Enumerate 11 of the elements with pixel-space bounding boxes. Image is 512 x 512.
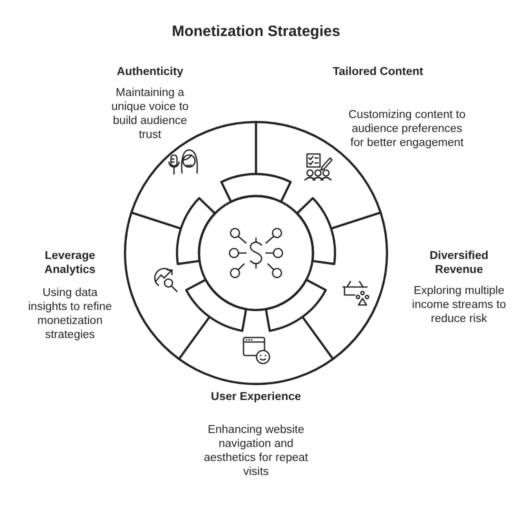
- strategy-description: Enhancing website navigation and aesthetics for repeat visits: [202, 423, 310, 479]
- strategy-heading: User Experience: [210, 390, 302, 404]
- strategy-heading: Leverage Analytics: [43, 249, 97, 277]
- strategy-description: Using data insights to refine monetization strategies: [27, 286, 113, 342]
- strategy-heading: Authenticity: [116, 65, 184, 79]
- strategy-description: Maintaining a unique voice to build audience trust: [110, 86, 190, 142]
- strategy-heading: Diversified Revenue: [428, 249, 490, 277]
- strategy-heading: Tailored Content: [332, 65, 424, 79]
- title: Monetization Strategies: [172, 23, 340, 40]
- strategy-description: Customizing content to audience preferences for better engagement: [348, 108, 466, 150]
- strategy-description: Exploring multiple income streams to reduce risk: [411, 284, 507, 326]
